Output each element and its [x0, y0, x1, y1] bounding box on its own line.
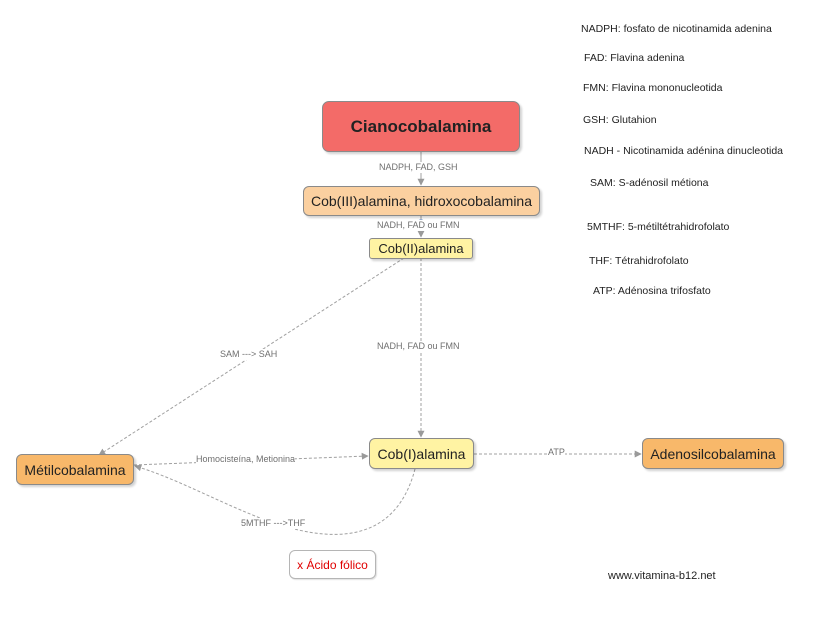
legend-item-nadh: NADH - Nicotinamida adénina dinucleotida [584, 145, 784, 157]
edge-label-cob2-cob1: NADH, FAD ou FMN [377, 341, 460, 352]
node-acido-folico[interactable]: x Ácido fólico [289, 550, 376, 579]
node-metilcobalamina[interactable]: Métilcobalamina [16, 454, 134, 485]
footer-url: www.vitamina-b12.net [608, 570, 716, 582]
node-cianocobalamina-label: Cianocobalamina [350, 116, 492, 136]
node-cob-iii-label: Cob(III)alamina, hidroxocobalamina [311, 193, 532, 209]
legend-item-sam: SAM: S-adénosil métiona [590, 177, 709, 189]
node-adenosilcobalamina-label: Adenosilcobalamina [650, 445, 776, 462]
edge-label-cob1-metil-curve: 5MTHF --->THF [241, 518, 306, 529]
edge-label-cob1-adenosil: ATP [548, 447, 565, 458]
node-cob-ii[interactable]: Cob(II)alamina [369, 238, 473, 259]
legend-item-fad: FAD: Flavina adenina [584, 52, 685, 64]
legend-item-gsh: GSH: Glutahion [583, 114, 657, 126]
node-cob-i[interactable]: Cob(I)alamina [369, 438, 474, 469]
legend-item-nadph: NADPH: fosfato de nicotinamida adenina [581, 23, 772, 35]
node-acido-folico-label: x Ácido fólico [297, 557, 368, 572]
node-adenosilcobalamina[interactable]: Adenosilcobalamina [642, 438, 784, 469]
legend-item-atp: ATP: Adénosina trifosfato [593, 285, 711, 297]
node-metilcobalamina-label: Métilcobalamina [24, 461, 126, 478]
node-cob-ii-label: Cob(II)alamina [378, 241, 464, 256]
node-cob-iii[interactable]: Cob(III)alamina, hidroxocobalamina [303, 186, 540, 216]
legend-item-5mthf: 5MTHF: 5-métiltétrahidrofolato [587, 221, 730, 233]
edge-label-ciano-cob3: NADPH, FAD, GSH [379, 162, 458, 173]
legend-item-fmn: FMN: Flavina mononucleotida [583, 82, 723, 94]
node-cob-i-label: Cob(I)alamina [377, 445, 466, 462]
edge-label-cob2-metil: SAM ---> SAH [220, 349, 278, 360]
edge-label-cob3-cob2: NADH, FAD ou FMN [377, 220, 460, 231]
legend-item-thf: THF: Tétrahidrofolato [589, 255, 689, 267]
node-cianocobalamina[interactable]: Cianocobalamina [322, 101, 520, 152]
edge-label-metil-cob1: Homocisteína, Metionina [196, 454, 296, 465]
